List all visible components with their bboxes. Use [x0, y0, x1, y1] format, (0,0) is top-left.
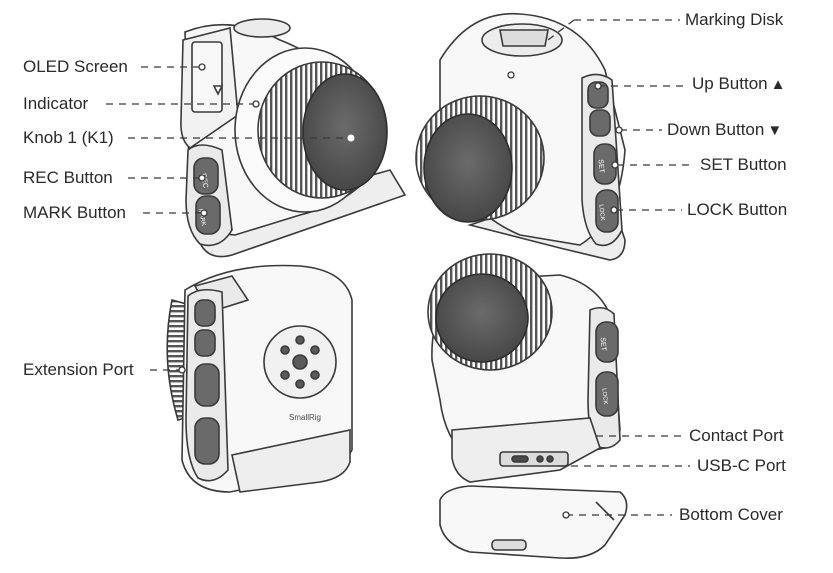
- bottom-cover-shape: [439, 485, 628, 560]
- down-triangle-icon: ▼: [767, 122, 783, 139]
- label-down-button-text: Down Button: [667, 120, 765, 139]
- usb-c-port-shape: [499, 451, 569, 467]
- set-mark-text-2: SET: [599, 337, 607, 352]
- label-set-button: SET Button: [700, 155, 787, 174]
- oled-screen-shape: [191, 41, 223, 113]
- label-lock-button: LOCK Button: [687, 200, 788, 219]
- label-extension-port: Extension Port: [23, 360, 134, 379]
- label-down-button: Down Button▼: [667, 120, 782, 141]
- leader-dots: [178, 63, 623, 519]
- leader-lines: [106, 19, 694, 516]
- device-back-right-view: [415, 12, 626, 261]
- brand-mark-text: SmallRig: [289, 413, 321, 422]
- lock-mark-text: LOCK: [598, 204, 605, 221]
- label-indicator: Indicator: [23, 94, 89, 113]
- mark-mark-text: MARK: [197, 208, 206, 226]
- contact-port-shape: [451, 417, 601, 483]
- lock-button-shape: [595, 189, 619, 233]
- lock-mark-text-2: LOCK: [600, 388, 607, 405]
- label-usb-c-port: USB-C Port: [697, 456, 786, 475]
- label-knob-1: Knob 1 (K1): [23, 128, 114, 147]
- mark-button-shape: [195, 195, 221, 235]
- up-button-shape: [587, 81, 609, 109]
- label-rec-button: REC Button: [23, 168, 113, 187]
- set-mark-text: SET: [597, 159, 605, 174]
- label-marking-disk: Marking Disk: [685, 10, 784, 29]
- down-button-shape: [589, 109, 611, 137]
- label-up-button-text: Up Button: [692, 74, 768, 93]
- up-triangle-icon: ▲: [770, 76, 786, 93]
- label-mark-button: MARK Button: [23, 203, 126, 222]
- device-rear-view: [166, 264, 353, 493]
- device-front-left-view: [180, 18, 407, 258]
- label-bottom-cover: Bottom Cover: [679, 505, 783, 524]
- label-contact-port: Contact Port: [689, 426, 784, 445]
- indicator-shape: [212, 85, 224, 96]
- label-up-button: Up Button▲: [692, 74, 785, 95]
- label-oled-screen: OLED Screen: [23, 57, 128, 76]
- device-bottom-view: [427, 253, 628, 560]
- rec-button-shape: [193, 157, 219, 195]
